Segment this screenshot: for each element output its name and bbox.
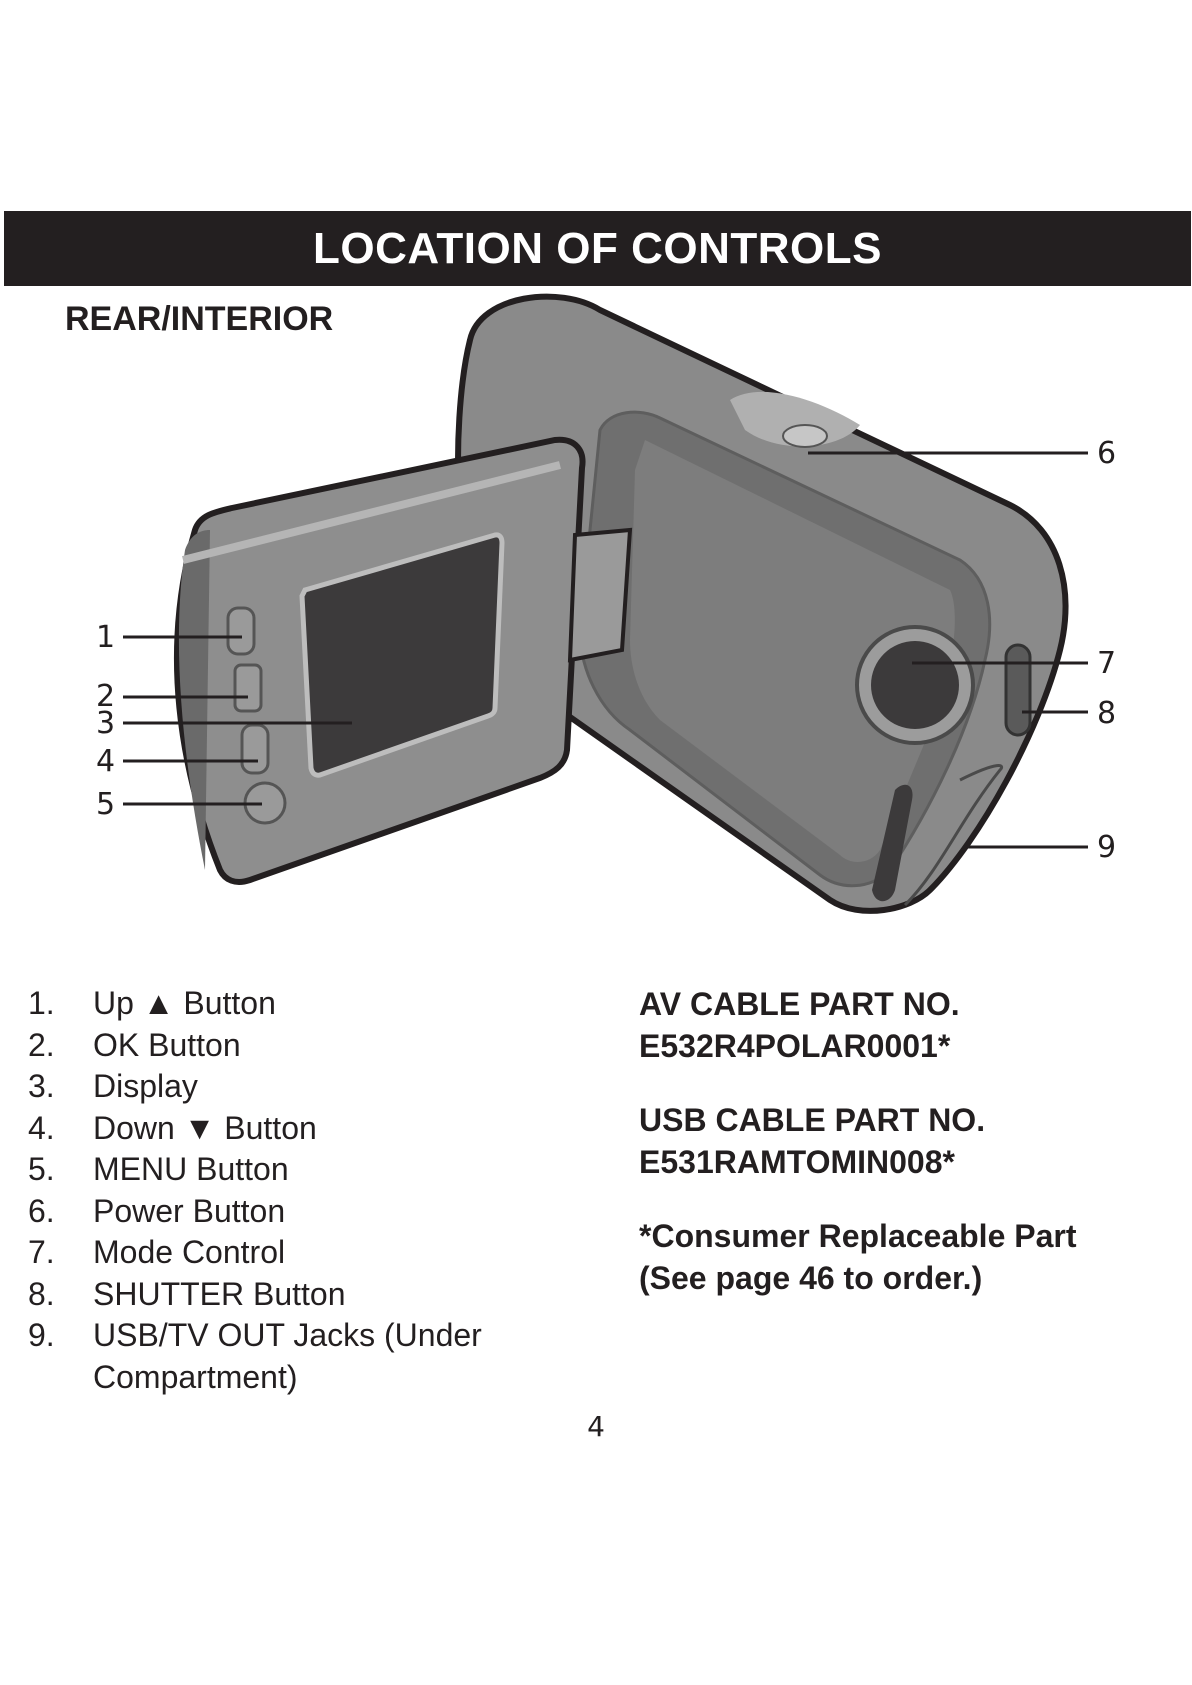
- callout-1: 1: [96, 620, 115, 655]
- callout-8: 8: [1097, 696, 1116, 731]
- legend-item: 5.MENU Button: [28, 1151, 289, 1187]
- legend-item: 9.USB/TV OUT Jacks (Under Compartment): [28, 1317, 482, 1395]
- av-cable-part: AV CABLE PART NO. E532R4POLAR0001*: [639, 986, 960, 1064]
- usb-cable-part: USB CABLE PART NO. E531RAMTOMIN008*: [639, 1102, 986, 1180]
- callout-2: 2: [96, 679, 115, 714]
- controls-legend: 1.Up ▲ Button 2.OK Button 3.Display 4.Do…: [28, 983, 533, 1398]
- callout-6: 6: [1097, 436, 1116, 471]
- legend-item: 6.Power Button: [28, 1192, 286, 1229]
- legend-item: 3.Display: [28, 1068, 198, 1104]
- legend-item: 7.Mode Control: [28, 1234, 286, 1270]
- power-button: [782, 424, 828, 448]
- down-button: [240, 723, 270, 775]
- legend-item: 2.OK Button: [28, 1026, 241, 1063]
- callout-7: 7: [1097, 646, 1116, 681]
- legend-item: 8.SHUTTER Button: [28, 1275, 346, 1312]
- callout-5: 5: [96, 787, 115, 822]
- lcd-panel: [173, 436, 633, 885]
- callout-3: 3: [96, 706, 115, 741]
- section-title: REAR/INTERIOR: [65, 300, 334, 338]
- up-button: [226, 606, 256, 656]
- legend-item: 1.Up ▲ Button: [28, 985, 276, 1021]
- replaceable-part-note: *Consumer Replaceable Part (See page 46 …: [639, 1218, 1077, 1296]
- display-screen: [299, 532, 505, 778]
- shutter-button: [1004, 643, 1032, 737]
- camera-diagram: 1 2 3 4 5 6 7 8 9: [96, 293, 1116, 914]
- parts-info: AV CABLE PART NO. E532R4POLAR0001* USB C…: [639, 983, 1077, 1331]
- ok-button: [233, 663, 263, 713]
- page-title: LOCATION OF CONTROLS: [4, 211, 1191, 286]
- callout-4: 4: [96, 744, 115, 779]
- callout-9: 9: [1097, 830, 1116, 865]
- page-number: 4: [587, 1410, 605, 1443]
- camera-body: [455, 293, 1069, 914]
- legend-item: 4.Down ▼ Button: [28, 1109, 317, 1146]
- callout-lines: [123, 451, 1088, 849]
